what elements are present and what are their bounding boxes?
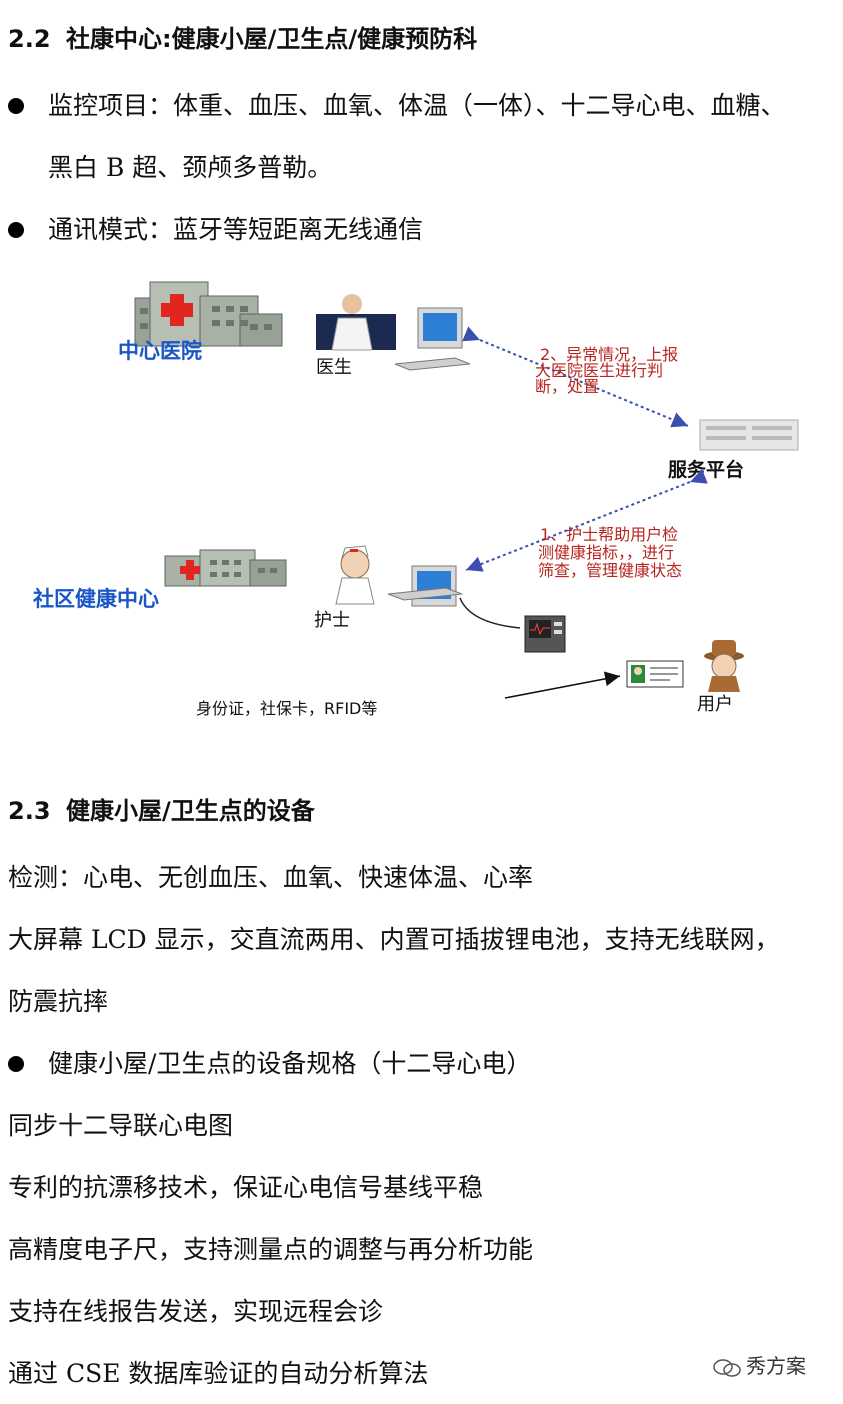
report-note-line1: 2、异常情况，上报	[540, 345, 678, 364]
assist-note-line1: 1、护士帮助用户检	[540, 525, 678, 544]
report-arrow	[462, 326, 689, 428]
monitoring-items-line1: 监控项目：体重、血压、血氧、体温（一体）、十二导心电、血糖、	[48, 91, 786, 120]
shockproof-line: 防震抗摔	[8, 987, 109, 1016]
spec-line: 高精度电子尺，支持测量点的调整与再分析功能	[8, 1235, 534, 1264]
community-center-building-icon	[164, 549, 287, 587]
server-icon	[699, 419, 799, 451]
doctor-label: 医生	[316, 357, 352, 378]
doctor-icon	[316, 294, 396, 351]
bullet-dot	[8, 98, 24, 114]
id-card-icon	[626, 660, 684, 688]
wechat-icon	[713, 1358, 741, 1377]
section-2-3-heading: 2.3 健康小屋/卫生点的设备	[8, 796, 315, 826]
detection-line: 检测：心电、无创血压、血氧、快速体温、心率	[8, 863, 534, 892]
bullet-dot	[8, 1056, 24, 1072]
ecg-monitor-icon	[524, 615, 566, 653]
health-network-diagram: 中心医院 医生 2、异常情况，上报 大医院医生进行判 断，处置 服务平台	[32, 281, 799, 718]
report-note-line3: 断，处置	[535, 377, 599, 396]
report-note-line2: 大医院医生进行判	[535, 361, 663, 380]
section-number: 2.2	[8, 25, 51, 53]
hospital-building-icon	[134, 281, 283, 347]
doctor-computer-icon	[394, 307, 471, 371]
nurse-icon	[335, 545, 375, 605]
spec-line: 同步十二导联心电图	[8, 1111, 234, 1140]
id-cards-label: 身份证，社保卡，RFID等	[196, 699, 377, 718]
watermark-text: 秀方案	[746, 1354, 806, 1378]
spec-line: 支持在线报告发送，实现远程会诊	[8, 1297, 384, 1326]
watermark: 秀方案	[712, 1350, 806, 1379]
section-2-2-heading: 2.2 社康中心:健康小屋/卫生点/健康预防科	[8, 24, 477, 54]
device-spec-bullet: 健康小屋/卫生点的设备规格（十二导心电）	[48, 1049, 532, 1078]
user-label: 用户	[697, 694, 733, 715]
id-arrow	[504, 671, 621, 699]
assist-note-line2: 测健康指标，，进行	[538, 543, 674, 562]
assist-note-line3: 筛查，管理健康状态	[538, 561, 682, 580]
section-title: 健康小屋/卫生点的设备	[66, 797, 315, 825]
spec-line: 专利的抗漂移技术，保证心电信号基线平稳	[8, 1173, 484, 1202]
assist-arrow	[465, 468, 708, 572]
nurse-label: 护士	[314, 610, 350, 631]
spec-line: 通过 CSE 数据库验证的自动分析算法	[8, 1359, 429, 1388]
display-line: 大屏幕 LCD 显示，交直流两用、内置可插拔锂电池，支持无线联网，	[8, 925, 780, 954]
monitoring-items-line2: 黑白 B 超、颈颅多普勒。	[48, 153, 333, 182]
community-center-label: 社区健康中心	[32, 587, 159, 611]
user-icon	[704, 640, 744, 692]
nurse-computer-icon	[387, 565, 463, 607]
communication-mode-line: 通讯模式：蓝牙等短距离无线通信	[48, 215, 424, 244]
device-cable	[459, 597, 521, 629]
bullet-dot	[8, 222, 24, 238]
section-number: 2.3	[8, 797, 51, 825]
central-hospital-label: 中心医院	[118, 339, 202, 363]
service-platform-label: 服务平台	[668, 458, 744, 481]
section-title: 社康中心:健康小屋/卫生点/健康预防科	[66, 25, 478, 53]
